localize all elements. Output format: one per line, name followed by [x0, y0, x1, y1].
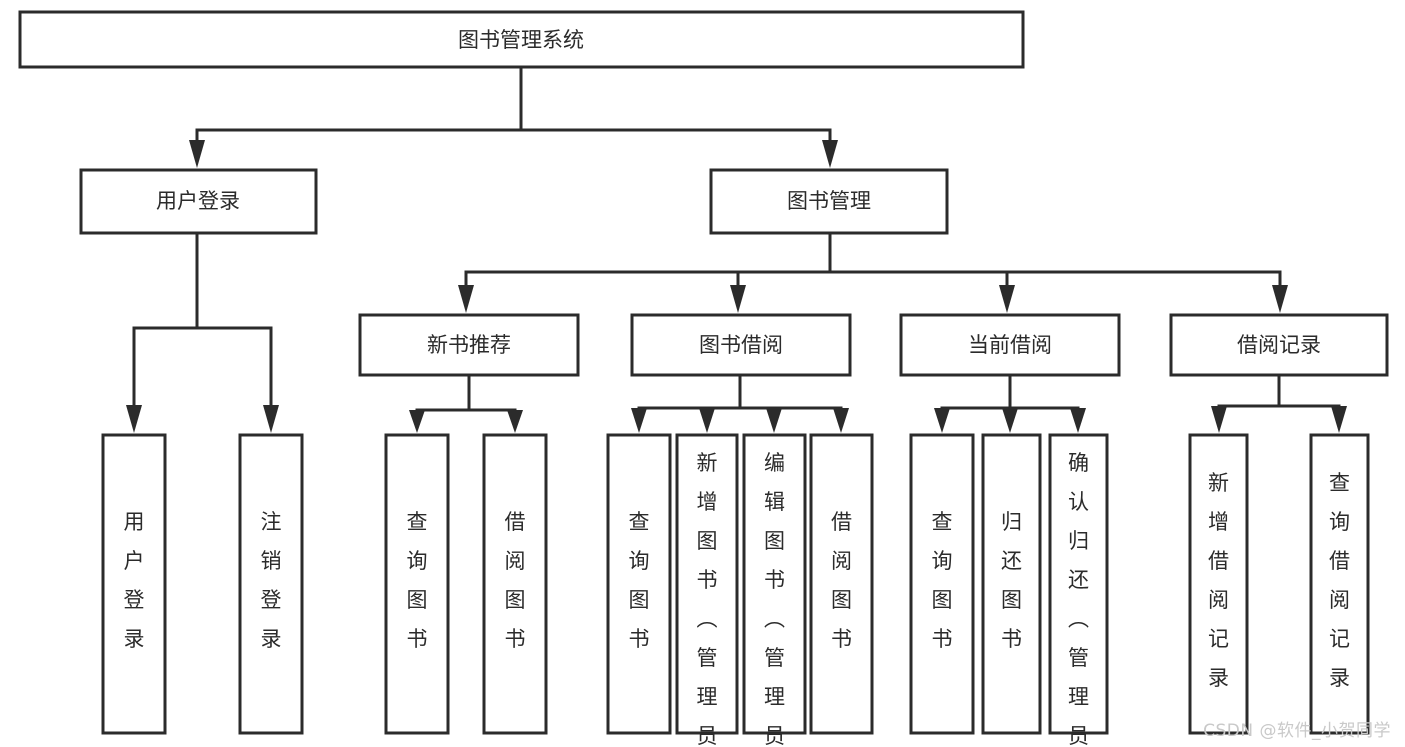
watermark-credit: CSDN @软件_小贺同学: [1203, 721, 1391, 741]
node-new-book-recommend-box[interactable]: [358, 313, 580, 377]
arrowhead-leaf-confirm-return: [1070, 408, 1086, 433]
node-book-management[interactable]: 图书管理: [709, 168, 949, 235]
leaf-node-label-2: 查询图书: [407, 510, 428, 651]
arrowhead-book-mgmt: [822, 140, 838, 168]
leaf-node-box-8[interactable]: [909, 433, 975, 735]
arrowhead-leaf-borrow-book-1: [507, 410, 523, 433]
leaf-node-5[interactable]: 新增图书︵管理员︶: [675, 433, 739, 747]
arrowhead-leaf-borrow-book-2: [833, 408, 849, 433]
node-book-management-box[interactable]: [709, 168, 949, 235]
leaf-node-label-12: 查询借阅记录: [1329, 471, 1350, 690]
connector-layer: [126, 65, 1347, 433]
arrowhead-user-login: [189, 140, 205, 168]
leaf-layer: 用户登录 注销登录 查询图书 借阅图书 查询图书 新增图书︵管理员︶ 编辑图书︵管理员︶ 借阅…: [101, 433, 1370, 747]
node-root-label: 图书管理系统: [458, 28, 584, 52]
arrowhead-leaf-return-book: [1002, 408, 1018, 433]
leaf-node-label-1: 注销登录: [261, 510, 282, 651]
node-borrow-record-label: 借阅记录: [1237, 333, 1321, 357]
node-book-management-label: 图书管理: [787, 189, 871, 213]
leaf-node-box-10[interactable]: [1048, 433, 1109, 735]
leaf-node-label-11: 新增借阅记录: [1208, 471, 1229, 690]
node-current-borrow[interactable]: 当前借阅: [899, 313, 1121, 377]
arrowhead-borrow-record: [1272, 285, 1288, 313]
leaf-node-box-4[interactable]: [606, 433, 672, 735]
node-current-borrow-box[interactable]: [899, 313, 1121, 377]
leaf-node-8[interactable]: 查询图书: [909, 433, 975, 735]
leaf-node-label-0: 用户登录: [124, 510, 145, 651]
arrowhead-leaf-edit-book: [766, 408, 782, 433]
arrowhead-leaf-query-book-2: [631, 408, 647, 433]
leaf-node-label-5: 新增图书︵管理员︶: [697, 451, 718, 747]
leaf-node-box-3[interactable]: [482, 433, 548, 735]
leaf-node-0[interactable]: 用户登录: [101, 433, 167, 735]
node-new-book-recommend[interactable]: 新书推荐: [358, 313, 580, 377]
leaf-node-label-7: 借阅图书: [831, 510, 852, 651]
node-user-login-box[interactable]: [79, 168, 318, 235]
node-root[interactable]: 图书管理系统: [18, 10, 1025, 69]
leaf-node-2[interactable]: 查询图书: [384, 433, 450, 735]
leaf-node-4[interactable]: 查询图书: [606, 433, 672, 735]
arrowhead-new-book-rec: [458, 285, 474, 313]
arrowhead-leaf-query-record: [1331, 406, 1347, 433]
arrowhead-book-borrow: [730, 285, 746, 313]
leaf-node-1[interactable]: 注销登录: [238, 433, 304, 735]
arrowhead-leaf-query-book-1: [409, 410, 425, 433]
leaf-node-label-10: 确认归还︵管理员︶: [1068, 451, 1089, 747]
leaf-node-9[interactable]: 归还图书: [981, 433, 1042, 735]
leaf-node-box-6[interactable]: [742, 433, 807, 735]
arrowhead-leaf-query-book-3: [934, 408, 950, 433]
leaf-node-box-9[interactable]: [981, 433, 1042, 735]
leaf-node-box-7[interactable]: [809, 433, 874, 735]
arrowhead-leaf-add-record: [1211, 406, 1227, 433]
leaf-node-box-1[interactable]: [238, 433, 304, 735]
node-borrow-record[interactable]: 借阅记录: [1169, 313, 1389, 377]
leaf-node-box-0[interactable]: [101, 433, 167, 735]
node-user-login-label: 用户登录: [156, 189, 240, 213]
node-book-borrow[interactable]: 图书借阅: [630, 313, 852, 377]
node-borrow-record-box[interactable]: [1169, 313, 1389, 377]
leaf-node-label-9: 归还图书: [1001, 510, 1022, 651]
node-layer: 图书管理系统 用户登录 图书管理 新书推荐 图书借阅 当前借阅 借阅记录: [18, 10, 1389, 377]
leaf-node-3[interactable]: 借阅图书: [482, 433, 548, 735]
leaf-node-box-12[interactable]: [1309, 433, 1370, 735]
node-root-box[interactable]: [18, 10, 1025, 69]
arrowhead-leaf-user-login: [126, 405, 142, 433]
node-book-borrow-label: 图书借阅: [699, 333, 783, 357]
leaf-node-10[interactable]: 确认归还︵管理员︶: [1048, 433, 1109, 747]
node-current-borrow-label: 当前借阅: [968, 333, 1052, 357]
arrowhead-leaf-add-book: [699, 408, 715, 433]
leaf-node-label-8: 查询图书: [932, 510, 953, 651]
leaf-node-7[interactable]: 借阅图书: [809, 433, 874, 735]
arrowhead-current-borrow: [999, 285, 1015, 313]
leaf-node-label-3: 借阅图书: [505, 510, 526, 651]
node-book-borrow-box[interactable]: [630, 313, 852, 377]
node-new-book-recommend-label: 新书推荐: [427, 333, 511, 357]
leaf-node-box-2[interactable]: [384, 433, 450, 735]
leaf-node-label-4: 查询图书: [629, 510, 650, 651]
leaf-node-box-5[interactable]: [675, 433, 739, 735]
leaf-node-6[interactable]: 编辑图书︵管理员︶: [742, 433, 807, 747]
arrowhead-leaf-logout: [263, 405, 279, 433]
node-user-login[interactable]: 用户登录: [79, 168, 318, 235]
leaf-node-box-11[interactable]: [1188, 433, 1249, 735]
leaf-node-12[interactable]: 查询借阅记录: [1309, 433, 1370, 735]
leaf-node-11[interactable]: 新增借阅记录: [1188, 433, 1249, 735]
leaf-node-label-6: 编辑图书︵管理员︶: [764, 451, 785, 747]
